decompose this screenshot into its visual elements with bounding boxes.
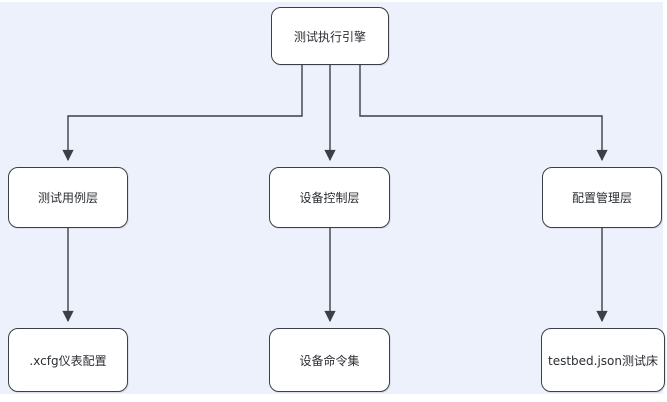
node-xcfg-instrument-config-label: .xcfg仪表配置 [29,353,107,368]
node-testbed-json-testbed-label: testbed.json测试床 [547,353,658,368]
node-test-case-layer-label: 测试用例层 [37,191,98,205]
node-test-case-layer: 测试用例层 [8,167,128,228]
edge-engine-to-testcase-layer [62,65,303,162]
node-device-control-layer: 设备控制层 [269,167,390,228]
node-device-control-layer-label: 设备控制层 [299,191,360,205]
node-config-management-layer: 配置管理层 [542,167,662,228]
node-device-command-set: 设备命令集 [269,328,390,392]
node-testbed-json-testbed: testbed.json测试床 [541,328,665,392]
edge-engine-to-configmgmt-layer [359,65,608,162]
diagram-canvas: 测试执行引擎 测试用例层 设备控制层 配置管理层 .xcfg仪表配置 设备命令集… [0,2,665,394]
node-xcfg-instrument-config: .xcfg仪表配置 [8,328,128,392]
node-device-command-set-label: 设备命令集 [299,353,360,368]
node-config-management-layer-label: 配置管理层 [571,191,632,205]
node-test-execution-engine: 测试执行引擎 [271,7,389,65]
node-test-execution-engine-label: 测试执行引擎 [293,29,366,44]
